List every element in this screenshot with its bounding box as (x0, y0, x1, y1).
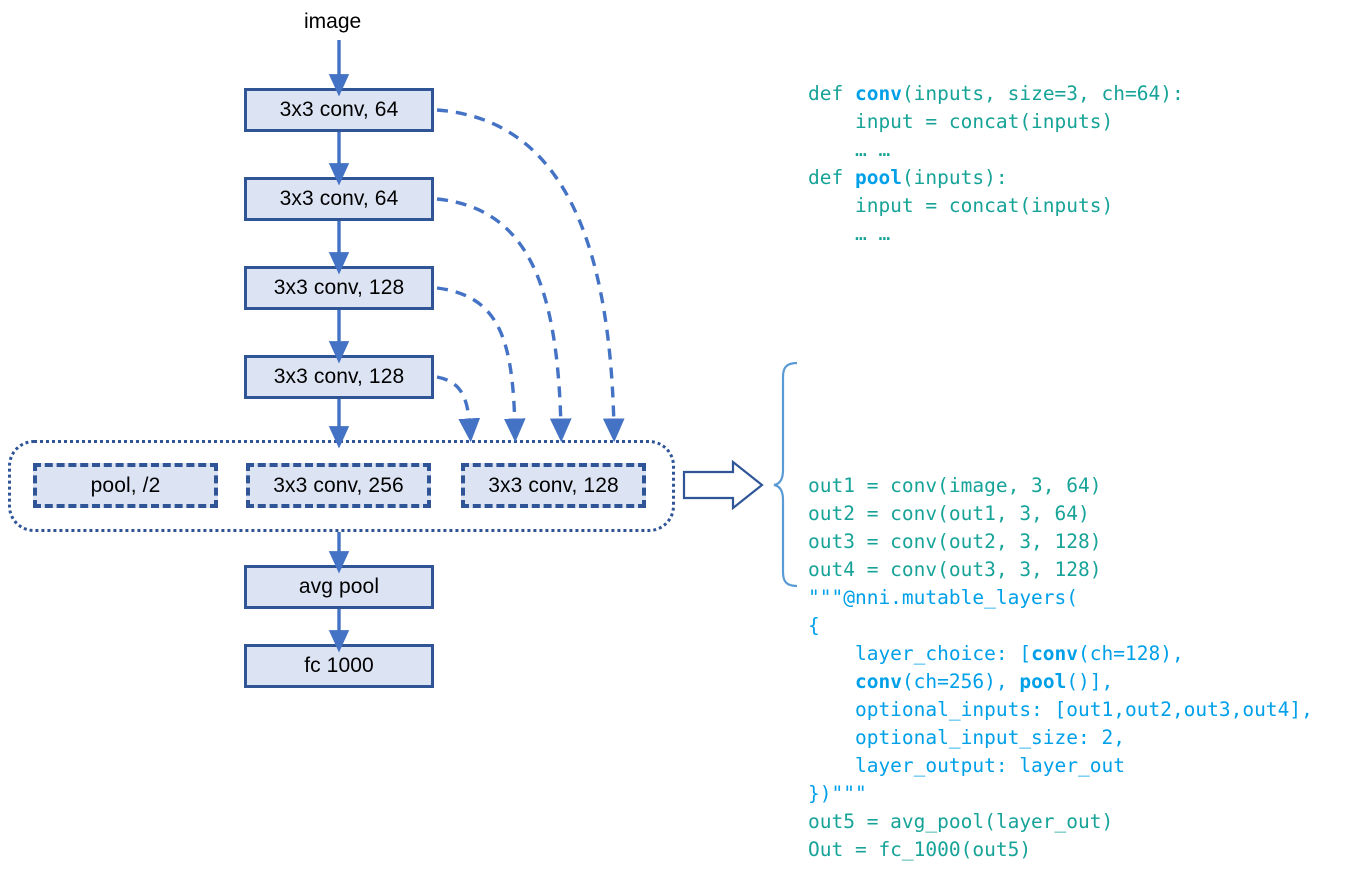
code-token: optional_input_size: 2, (808, 726, 1125, 749)
code-token: layer_output: layer_out (808, 754, 1125, 777)
code-line: Out = fc_1000(out5) (808, 836, 1358, 864)
code-token: layer_choice: [ (808, 642, 1032, 665)
code-line: { (808, 612, 1358, 640)
code-token: … … (808, 222, 891, 245)
code-line: out1 = conv(image, 3, 64) (808, 472, 1358, 500)
code-token: input = concat(inputs) (808, 110, 1114, 133)
node-label: 3x3 conv, 64 (279, 187, 399, 210)
choice-conv-256: 3x3 conv, 256 (246, 463, 431, 508)
code-line: input = concat(inputs) (808, 108, 1358, 136)
code-token: conv (854, 82, 902, 105)
code-line: input = concat(inputs) (808, 192, 1358, 220)
node-conv-2: 3x3 conv, 64 (244, 177, 434, 221)
code-line: def pool(inputs): (808, 164, 1358, 192)
code-line: out2 = conv(out1, 3, 64) (808, 500, 1358, 528)
skip-curve-out1 (436, 108, 625, 443)
code-token: (ch=256), (901, 670, 1020, 693)
code-line: layer_choice: [conv(ch=128), (808, 640, 1358, 668)
node-avg-pool: avg pool (244, 565, 434, 609)
code-block-definitions: def conv(inputs, size=3, ch=64): input =… (808, 80, 1358, 248)
node-label: avg pool (298, 575, 380, 598)
code-token: { (808, 614, 820, 637)
code-line: """@nni.mutable_layers( (808, 584, 1358, 612)
choice-conv-128: 3x3 conv, 128 (461, 463, 646, 508)
code-line: conv(ch=256), pool()], (808, 668, 1358, 696)
node-label: 3x3 conv, 64 (279, 98, 399, 121)
code-line: out5 = avg_pool(layer_out) (808, 808, 1358, 836)
node-label: 3x3 conv, 128 (273, 365, 405, 388)
code-token: """@nni.mutable_layers( (808, 586, 1079, 609)
code-token: conv (854, 670, 902, 693)
skip-connection-curves (436, 108, 625, 443)
choice-label: 3x3 conv, 256 (273, 473, 404, 497)
skip-curve-out3 (436, 286, 526, 443)
code-token: def (808, 166, 855, 189)
node-conv-1: 3x3 conv, 64 (244, 88, 434, 132)
code-panel: def conv(inputs, size=3, ch=64): input =… (808, 24, 1358, 892)
code-token: ()], (1066, 670, 1114, 693)
choice-label: 3x3 conv, 128 (488, 473, 619, 497)
choice-pool: pool, /2 (33, 463, 218, 508)
code-token: out1 = conv(image, 3, 64) (808, 474, 1102, 497)
code-line: optional_inputs: [out1,out2,out3,out4], (808, 696, 1358, 724)
code-token (808, 670, 855, 693)
expand-arrow-icon (682, 459, 764, 511)
code-line: })""" (808, 780, 1358, 808)
code-token: (inputs): (901, 166, 1008, 189)
code-token: out4 = conv(out3, 3, 128) (808, 558, 1102, 581)
code-line: def conv(inputs, size=3, ch=64): (808, 80, 1358, 108)
code-token: })""" (808, 782, 867, 805)
code-token: Out = fc_1000(out5) (808, 838, 1032, 861)
code-token: pool (1019, 670, 1067, 693)
node-conv-3: 3x3 conv, 128 (244, 266, 434, 310)
code-token: optional_inputs: [out1,out2,out3,out4], (808, 698, 1313, 721)
code-line: out3 = conv(out2, 3, 128) (808, 528, 1358, 556)
code-token: (inputs, size=3, ch=64): (901, 82, 1184, 105)
choice-label: pool, /2 (90, 473, 161, 497)
code-token: (ch=128), (1078, 642, 1184, 665)
skip-curve-out4 (436, 375, 481, 443)
code-token: conv (1031, 642, 1079, 665)
code-token: out2 = conv(out1, 3, 64) (808, 502, 1090, 525)
node-conv-4: 3x3 conv, 128 (244, 355, 434, 399)
code-line: … … (808, 136, 1358, 164)
skip-curve-out2 (436, 197, 572, 443)
node-label: fc 1000 (304, 654, 374, 677)
code-gap (808, 304, 1358, 332)
code-line: layer_output: layer_out (808, 752, 1358, 780)
node-label: 3x3 conv, 128 (273, 276, 405, 299)
code-line: … … (808, 220, 1358, 248)
input-label: image (304, 10, 362, 33)
node-fc-1000: fc 1000 (244, 644, 434, 688)
code-token: pool (854, 166, 902, 189)
code-token: … … (808, 138, 891, 161)
code-token: out3 = conv(out2, 3, 128) (808, 530, 1102, 553)
code-token: def (808, 82, 855, 105)
code-gap-2 (808, 388, 1358, 416)
code-token: out5 = avg_pool(layer_out) (808, 810, 1114, 833)
code-line: optional_input_size: 2, (808, 724, 1358, 752)
code-line: out4 = conv(out3, 3, 128) (808, 556, 1358, 584)
code-block-main: out1 = conv(image, 3, 64) out2 = conv(out… (808, 472, 1358, 864)
code-token: input = concat(inputs) (808, 194, 1114, 217)
code-block-brace (773, 361, 798, 588)
